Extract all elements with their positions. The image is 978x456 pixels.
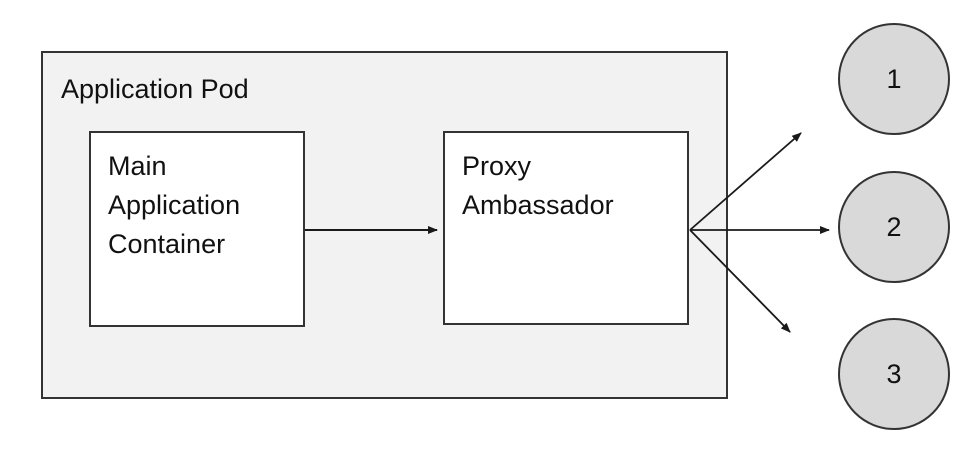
endpoint-3-label: 3 xyxy=(886,358,902,389)
proxy-ambassador-label: Proxy Ambassador xyxy=(462,151,614,220)
node-proxy-ambassador: Proxy Ambassador xyxy=(443,131,689,325)
endpoint-1-label: 1 xyxy=(886,63,902,94)
endpoint-2-label: 2 xyxy=(886,211,902,242)
endpoint-circle-1: 1 xyxy=(838,23,950,135)
main-application-container-label: Main Application Container xyxy=(108,151,241,259)
endpoint-circle-2: 2 xyxy=(838,171,950,283)
node-main-application-container: Main Application Container xyxy=(89,131,305,327)
endpoint-circle-3: 3 xyxy=(838,318,950,430)
application-pod-label: Application Pod xyxy=(61,74,249,104)
